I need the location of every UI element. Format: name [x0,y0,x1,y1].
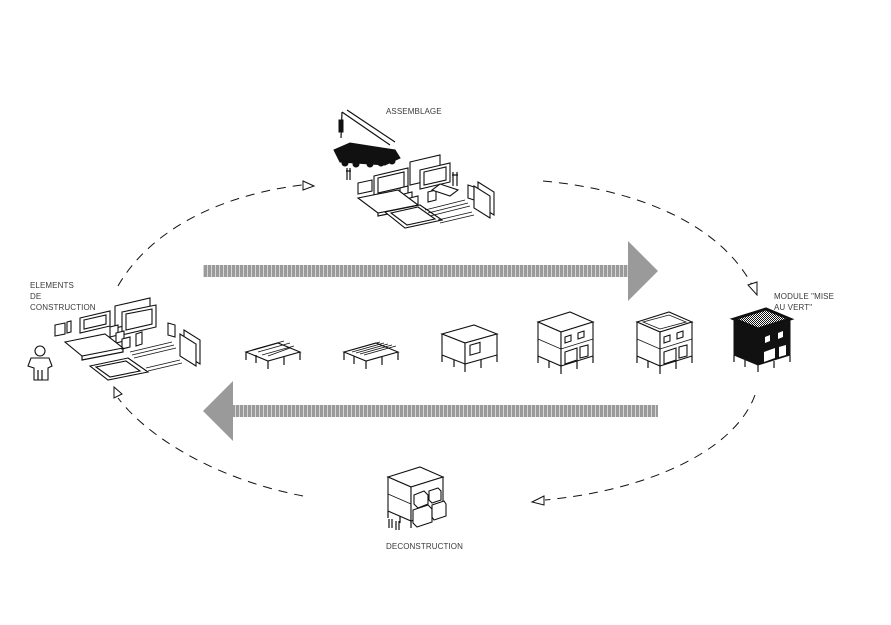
arc-elements-to-assemblage [117,180,316,287]
stage-floor-frame [244,340,302,369]
arrowhead-icon [747,281,758,297]
elements-label-line-3: CONSTRUCTION [30,303,96,312]
elements-label-line-1: ELEMENTS [30,281,74,290]
arrowhead-icon [302,180,316,191]
arc-deconstruction-to-elements [113,385,304,497]
crane-icon [333,109,401,168]
arc-assemblage-to-module [542,180,758,297]
assemblage-illustration [333,109,495,229]
stage-walls-ground [440,324,499,372]
construction-arrow [203,241,658,301]
elements-label: ELEMENTS DE CONSTRUCTION [30,280,96,313]
deconstruction-label: DECONSTRUCTION [386,542,463,551]
arrowhead-icon [530,495,545,506]
stage-floor-deck [342,341,400,369]
deconstruction-arrow [203,381,658,441]
stage-module-mise-au-vert [729,307,795,372]
worker-small-icon [388,519,400,530]
module-label-line-1: MODULE "MISE [774,292,835,301]
module-label-line-2: AU VERT" [774,303,813,312]
stage-two-storey-open [536,311,595,374]
assemblage-label: ASSEMBLAGE [386,107,442,116]
arrowhead-icon [113,385,123,399]
module-label: MODULE "MISE AU VERT" [774,291,834,313]
deconstruction-illustration [386,466,447,530]
elements-illustration [27,297,201,381]
worker-icon [27,345,53,381]
elements-label-line-2: DE [30,292,42,301]
arc-module-to-deconstruction [530,394,756,506]
worker-small-icon [346,168,458,186]
stage-two-storey-roofed [635,311,694,374]
